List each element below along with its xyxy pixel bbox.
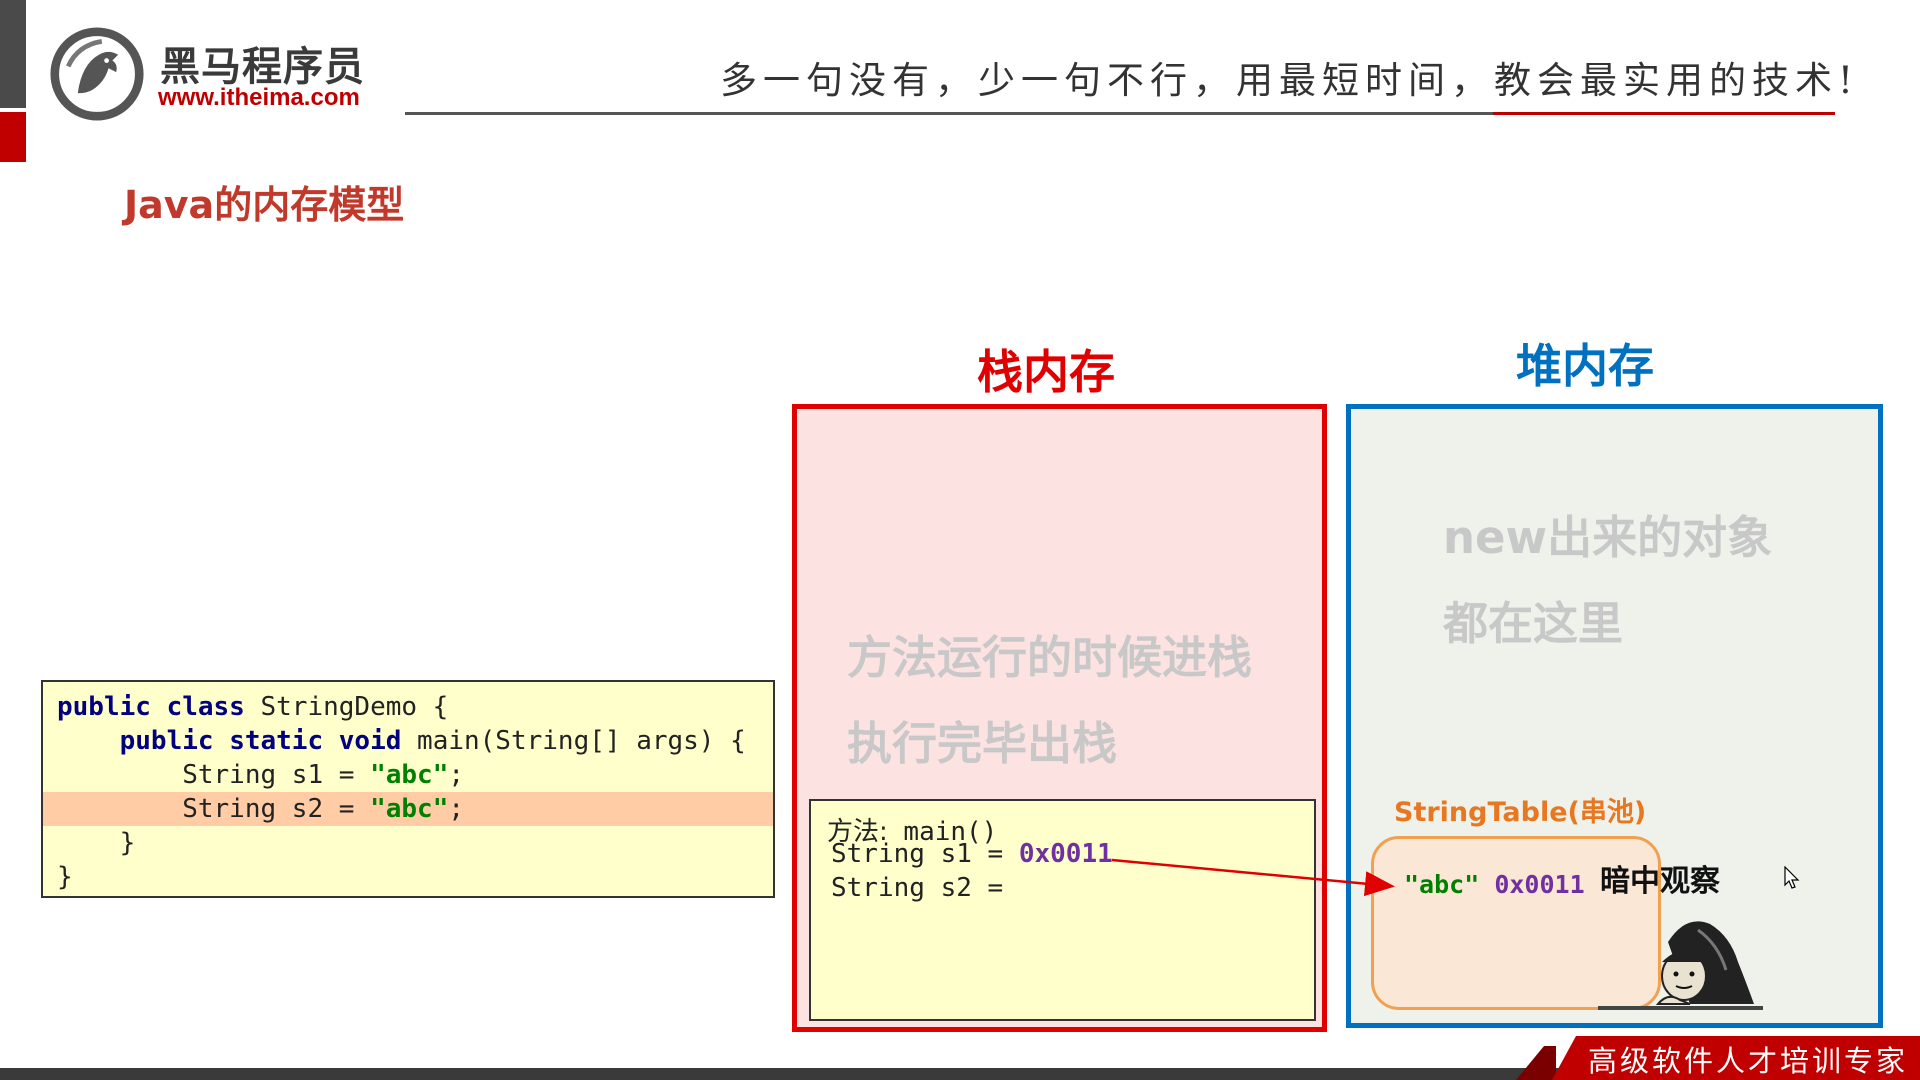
stack-description-line-1: 方法运行的时候进栈 <box>847 631 1253 684</box>
code-string-literal: "abc" <box>370 760 449 790</box>
header-divider-accent <box>1493 112 1835 115</box>
heap-memory-title: 堆内存 <box>1516 339 1654 393</box>
header-divider <box>405 112 1493 115</box>
code-line-2: public static void main(String[] args) { <box>57 724 746 758</box>
left-dark-bar <box>0 0 26 108</box>
code-text: ; <box>448 794 465 824</box>
horse-logo-icon <box>50 27 144 121</box>
code-line-6: } <box>57 862 73 892</box>
heap-description-line-1: new出来的对象 <box>1443 511 1773 564</box>
left-red-bar <box>0 112 26 162</box>
stack-description-line-2: 执行完毕出栈 <box>847 717 1118 770</box>
frame-var-s1: String s1 = 0x0011 <box>831 839 1113 869</box>
frame-var-s1-label: String s1 = <box>831 839 1019 869</box>
footer-bar <box>0 1068 1920 1080</box>
code-text: ; <box>448 760 465 790</box>
string-pool-entry: "abc" 0x0011 <box>1404 870 1585 899</box>
code-text: StringDemo { <box>244 692 449 722</box>
frame-var-s1-address: 0x0011 <box>1018 839 1113 869</box>
string-table-pool <box>1371 836 1661 1010</box>
footer-tagline: 高级软件人才培训专家 <box>1588 1044 1909 1078</box>
code-text: String s2 = <box>57 794 371 824</box>
frame-method-label: 方法: <box>827 817 888 847</box>
stack-memory-title: 栈内存 <box>977 345 1115 399</box>
observer-caption: 暗中观察 <box>1600 864 1720 899</box>
frame-method-line: 方法: main() <box>827 811 997 848</box>
code-snippet: public class StringDemo { public static … <box>41 680 775 898</box>
frame-method-name: main() <box>887 817 998 847</box>
code-keyword: public class <box>57 692 245 722</box>
main-method-frame: 方法: main() String s1 = 0x0011 String s2 … <box>809 799 1316 1021</box>
code-keyword: public static void <box>119 726 402 756</box>
frame-var-s2-label: String s2 = <box>831 873 1019 903</box>
code-indent <box>57 726 120 756</box>
stack-memory-region: 方法运行的时候进栈 执行完毕出栈 方法: main() String s1 = … <box>792 404 1327 1032</box>
pool-entry-address: 0x0011 <box>1494 870 1585 899</box>
code-text: main(String[] args) { <box>401 726 746 756</box>
peeking-character-icon <box>1598 921 1763 1010</box>
brand-logo: 黑马程序员 www.itheima.com <box>48 26 378 122</box>
pool-entry-value: "abc" <box>1404 870 1480 899</box>
code-line-3: String s1 = "abc"; <box>57 758 464 792</box>
frame-var-s2: String s2 = <box>831 873 1019 903</box>
footer-tag-shape <box>1516 1036 1920 1080</box>
slide-title: Java的内存模型 <box>124 183 405 227</box>
code-text: String s1 = <box>57 760 371 790</box>
brand-url: www.itheima.com <box>158 84 360 111</box>
heap-description-line-2: 都在这里 <box>1443 597 1624 650</box>
code-line-5: } <box>57 828 136 858</box>
header-slogan: 多一句没有，少一句不行，用最短时间，教会最实用的技术! <box>720 59 1859 102</box>
code-line-4-highlighted: String s2 = "abc"; <box>43 792 773 826</box>
mouse-cursor-icon <box>1784 866 1800 889</box>
code-string-literal: "abc" <box>370 794 449 824</box>
brand-name: 黑马程序员 <box>160 44 365 90</box>
string-table-label: StringTable(串池) <box>1394 797 1647 828</box>
code-line-1: public class StringDemo { <box>57 690 448 724</box>
